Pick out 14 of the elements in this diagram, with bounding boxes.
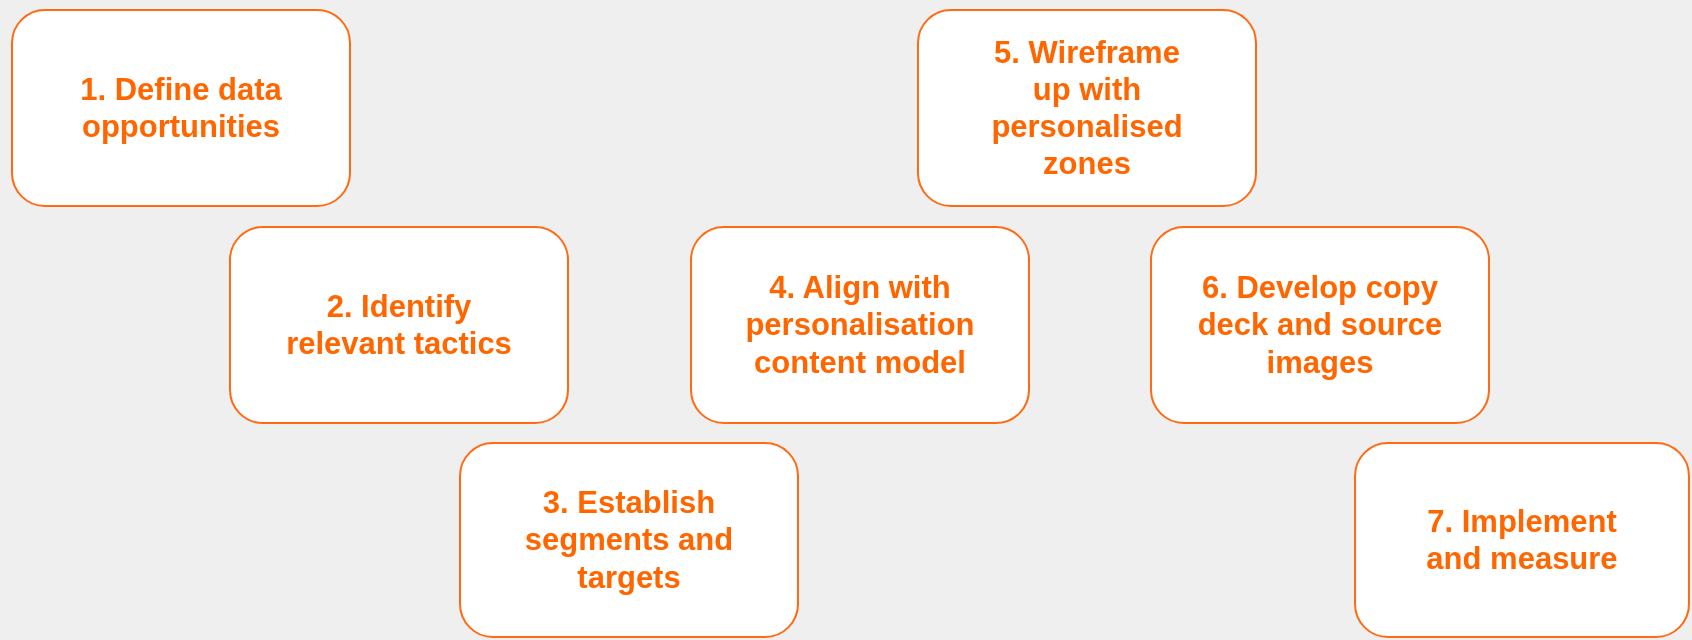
step-label: 6. Develop copy deck and source images <box>1196 269 1444 381</box>
step-box <box>1150 226 1490 424</box>
step-box <box>1354 442 1690 638</box>
step-label: 2. Identify relevant tactics <box>285 287 513 363</box>
step-box <box>11 9 351 207</box>
step-box <box>229 226 569 424</box>
step-label: 1. Define data opportunities <box>79 70 283 146</box>
step-box <box>459 442 799 638</box>
step-label: 3. Establish segments and targets <box>523 484 735 596</box>
step-label: 4. Align with personalisation content model <box>744 269 976 381</box>
step-label: 7. Implement and measure <box>1425 502 1619 578</box>
step-box <box>917 9 1257 207</box>
step-label: 5. Wireframe up with personalised zones <box>990 33 1184 183</box>
step-box <box>690 226 1030 424</box>
